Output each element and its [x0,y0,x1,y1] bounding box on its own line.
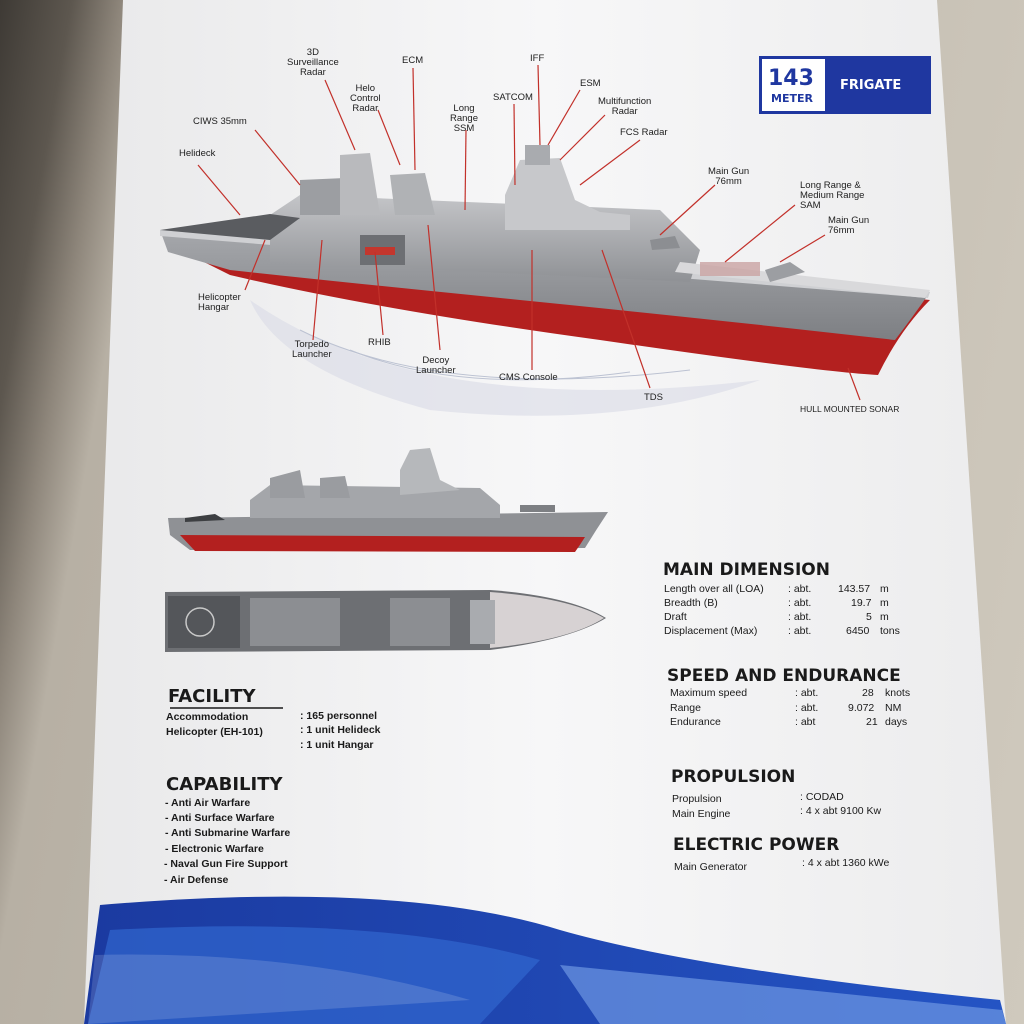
speed-row-approx: : abt [795,716,816,728]
dim-row-label: Breadth (B) [664,597,718,609]
capability-item: - Anti Submarine Warfare [165,827,291,839]
dim-row-value: 5 [866,611,872,623]
propulsion-row-label: Main Engine [672,808,731,820]
badge-number: 143 [768,66,814,91]
dim-row-approx: : abt. [788,597,812,609]
callout-main-gun-2: Main Gun 76mm [828,215,870,236]
speed-row-unit: knots [885,687,911,699]
electric-row-label: Main Generator [674,861,747,873]
capability-title: CAPABILITY [166,774,283,795]
callout-fcs-radar: FCS Radar [620,127,668,138]
dim-row-label: Length over all (LOA) [664,583,764,595]
speed-row-value: 28 [862,687,874,699]
dim-row-label: Displacement (Max) [664,625,758,637]
speed-row-value: 21 [866,716,878,728]
dim-row-label: Draft [664,611,687,623]
electric-power-title: ELECTRIC POWER [673,835,840,855]
facility-row-label: Accommodation [166,711,249,723]
callout-sam: Long Range & Medium Range SAM [800,180,865,211]
speed-row-approx: : abt. [795,687,819,699]
dim-row-unit: tons [880,625,900,637]
capability-item: - Electronic Warfare [165,843,264,855]
callout-tds: TDS [644,392,663,403]
speed-endurance-title: SPEED AND ENDURANCE [667,666,901,686]
speed-row-value: 9.072 [848,702,875,714]
callout-ecm: ECM [402,55,424,66]
speed-row-approx: : abt. [795,702,819,714]
frigate-top-view [165,590,606,652]
frigate-3d-render [160,145,930,375]
dim-row-value: 143.57 [838,583,871,595]
callout-esm: ESM [580,78,601,89]
callout-decoy-launcher: Decoy Launcher [416,355,456,376]
dim-row-approx: : abt. [788,625,812,637]
frigate-side-profile [168,448,608,552]
callout-torpedo-launcher: Torpedo Launcher [292,339,332,360]
electric-row-value: : 4 x abt 1360 kWe [802,857,890,869]
callout-cms-console: CMS Console [499,372,558,383]
dim-row-unit: m [880,611,889,623]
callout-long-range-ssm: Long Range SSM [450,103,478,134]
callout-hull-mounted-sonar: HULL MOUNTED SONAR [800,404,900,414]
callout-helicopter-hangar: Helicopter Hangar [198,292,241,313]
facility-row-label: Helicopter (EH-101) [166,726,263,738]
dim-row-unit: m [880,597,889,609]
badge-unit: METER [771,92,813,105]
facility-row-value: : 165 personnel [300,710,378,722]
dim-row-approx: : abt. [788,583,812,595]
speed-row-unit: NM [885,702,902,714]
callout-main-gun-1: Main Gun 76mm [708,166,750,187]
dim-row-approx: : abt. [788,611,812,623]
speed-row-label: Maximum speed [670,687,748,699]
main-dimension-title: MAIN DIMENSION [663,560,830,580]
propulsion-row-label: Propulsion [672,793,722,805]
callout-helo-control-radar: Helo Control Radar [350,83,381,114]
callout-helideck: Helideck [179,148,216,159]
propulsion-title: PROPULSION [671,767,796,787]
speed-row-label: Range [670,702,701,714]
capability-item: - Air Defense [164,874,229,886]
callout-leader-lines [197,64,861,401]
sonar-sweep-shading [250,300,760,416]
speed-row-label: Endurance [670,716,721,728]
callout-3d-surveillance-radar: 3D Surveillance Radar [287,47,339,78]
dim-row-value: 6450 [846,625,870,637]
facility-row-value: : 1 unit Hangar [300,739,374,751]
callout-rhib: RHIB [368,337,391,348]
callout-iff: IFF [530,53,545,64]
callout-satcom: SATCOM [493,92,533,103]
dim-row-value: 19.7 [851,597,872,609]
propulsion-row-value: : 4 x abt 9100 Kw [800,805,882,817]
facility-row-value: : 1 unit Helideck [300,724,381,736]
propulsion-row-value: : CODAD [800,791,844,803]
speed-row-unit: days [885,716,908,728]
dim-row-unit: m [880,583,889,595]
capability-item: - Naval Gun Fire Support [164,858,288,870]
capability-item: - Anti Surface Warfare [165,812,275,824]
callout-multifunction-radar: Multifunction Radar [598,96,652,117]
facility-title: FACILITY [168,686,256,707]
badge-type: FRIGATE [840,78,902,93]
callout-ciws: CIWS 35mm [193,116,247,127]
capability-item: - Anti Air Warfare [165,797,251,809]
brand-wave-graphic [84,896,1006,1024]
length-badge [759,56,931,114]
